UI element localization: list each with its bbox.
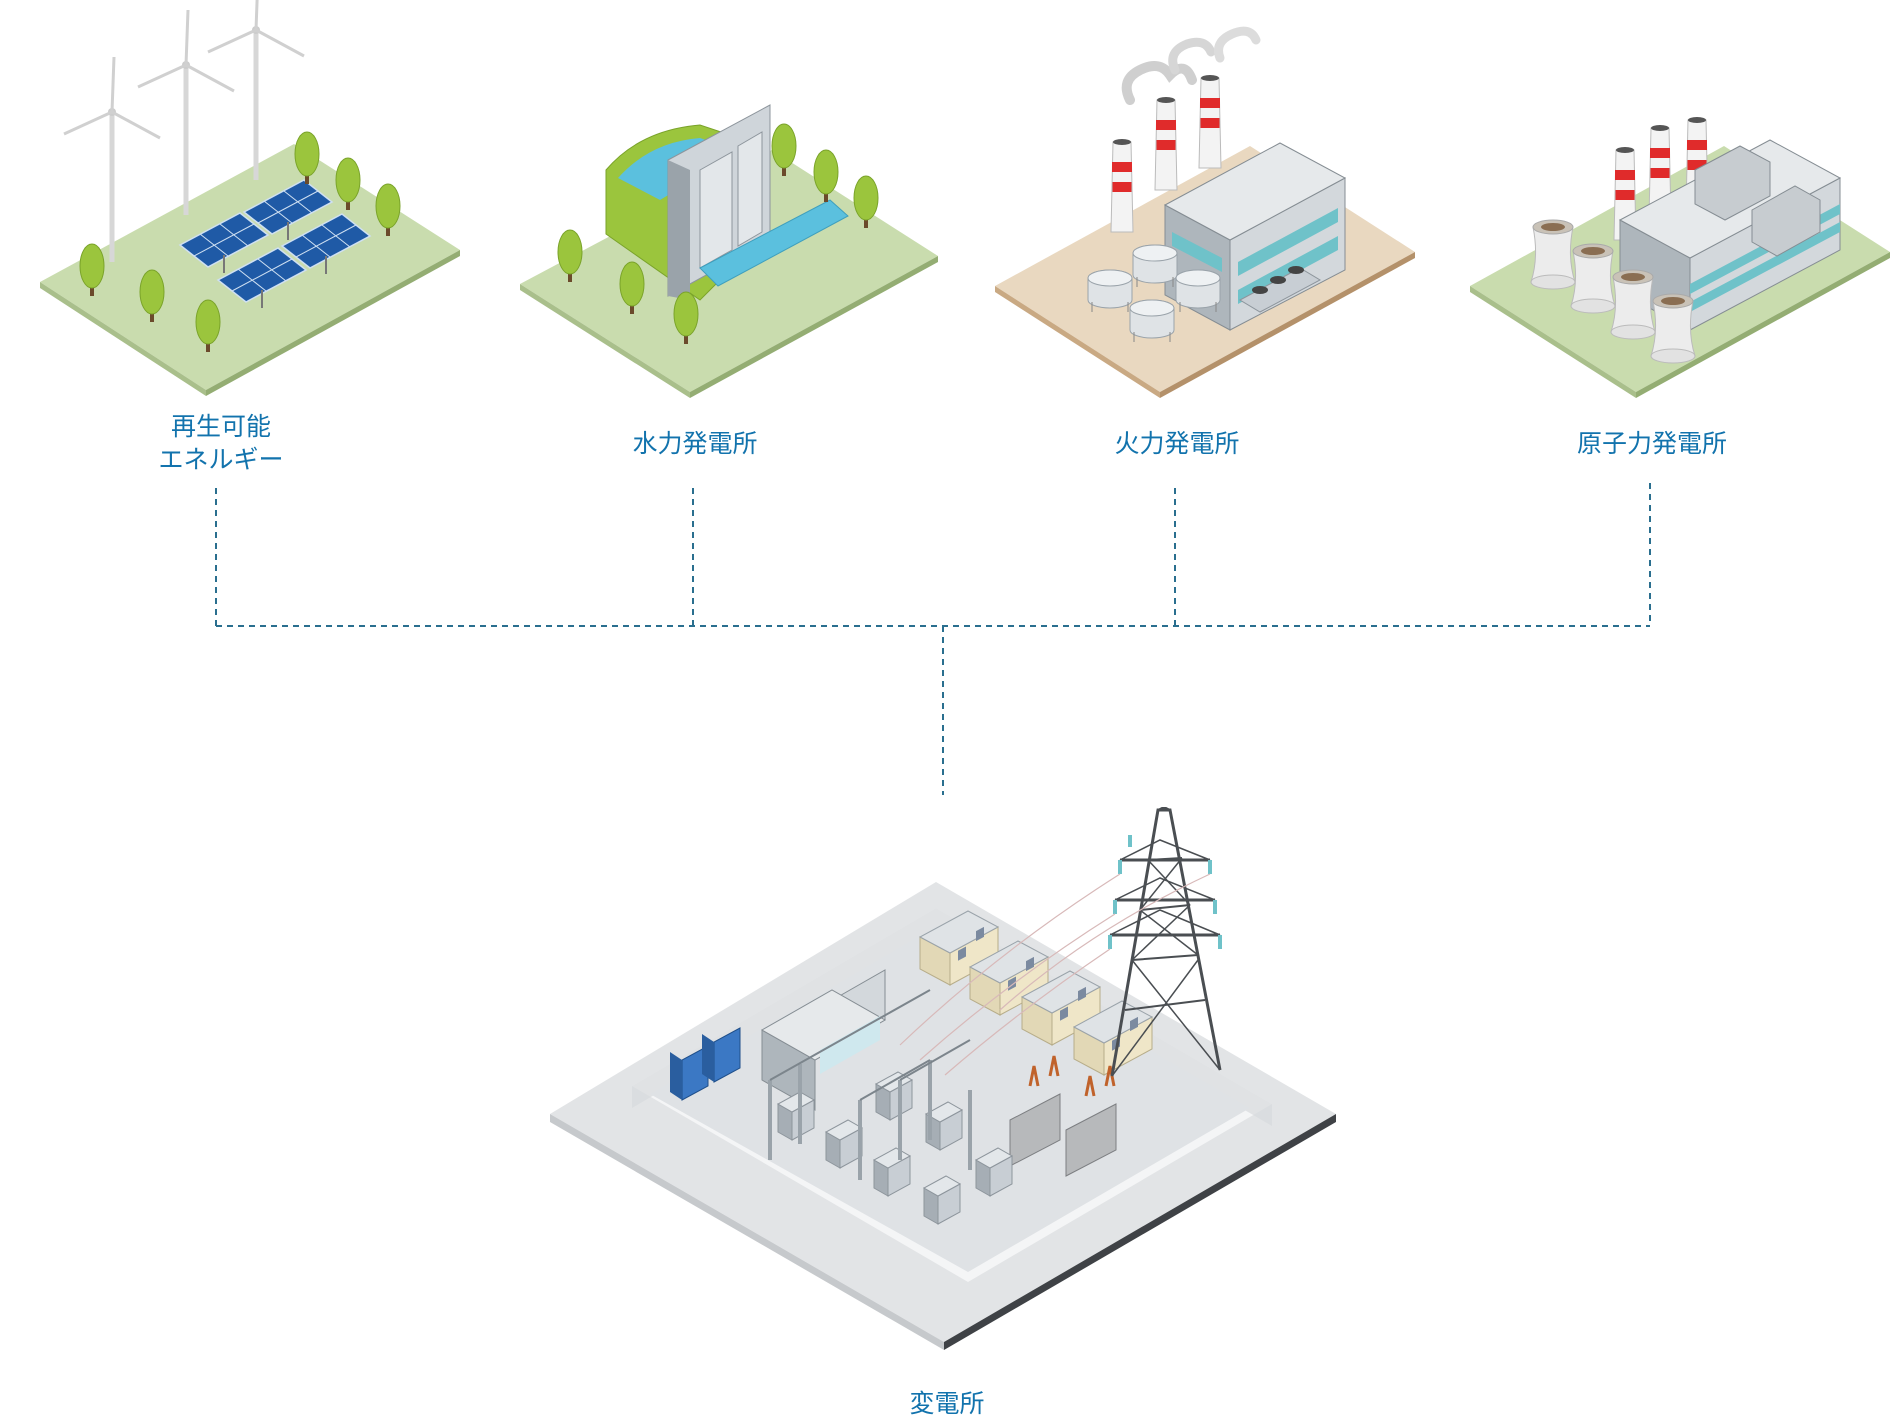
transmission-tower-icon <box>899 807 1222 1077</box>
connector-lines <box>215 483 1651 795</box>
thermal-label: 火力発電所 <box>1114 429 1240 458</box>
nuclear-label: 原子力発電所 <box>1576 429 1728 458</box>
renewable-illustration <box>40 0 460 396</box>
nuclear-illustration <box>1470 116 1890 398</box>
hydro-illustration <box>520 104 938 398</box>
transformer-icon <box>670 1027 1117 1177</box>
hydro-label: 水力発電所 <box>632 429 758 458</box>
dam-icon <box>667 104 849 300</box>
thermal-illustration <box>995 26 1415 398</box>
reactor-building-icon <box>1618 139 1842 331</box>
substation-label: 変電所 <box>909 1389 985 1418</box>
smokestack-icon <box>1110 26 1261 233</box>
substation-illustration <box>550 807 1336 1350</box>
switchgear-icon <box>768 989 1013 1225</box>
renewable-label: 再生可能 エネルギー <box>158 412 284 474</box>
